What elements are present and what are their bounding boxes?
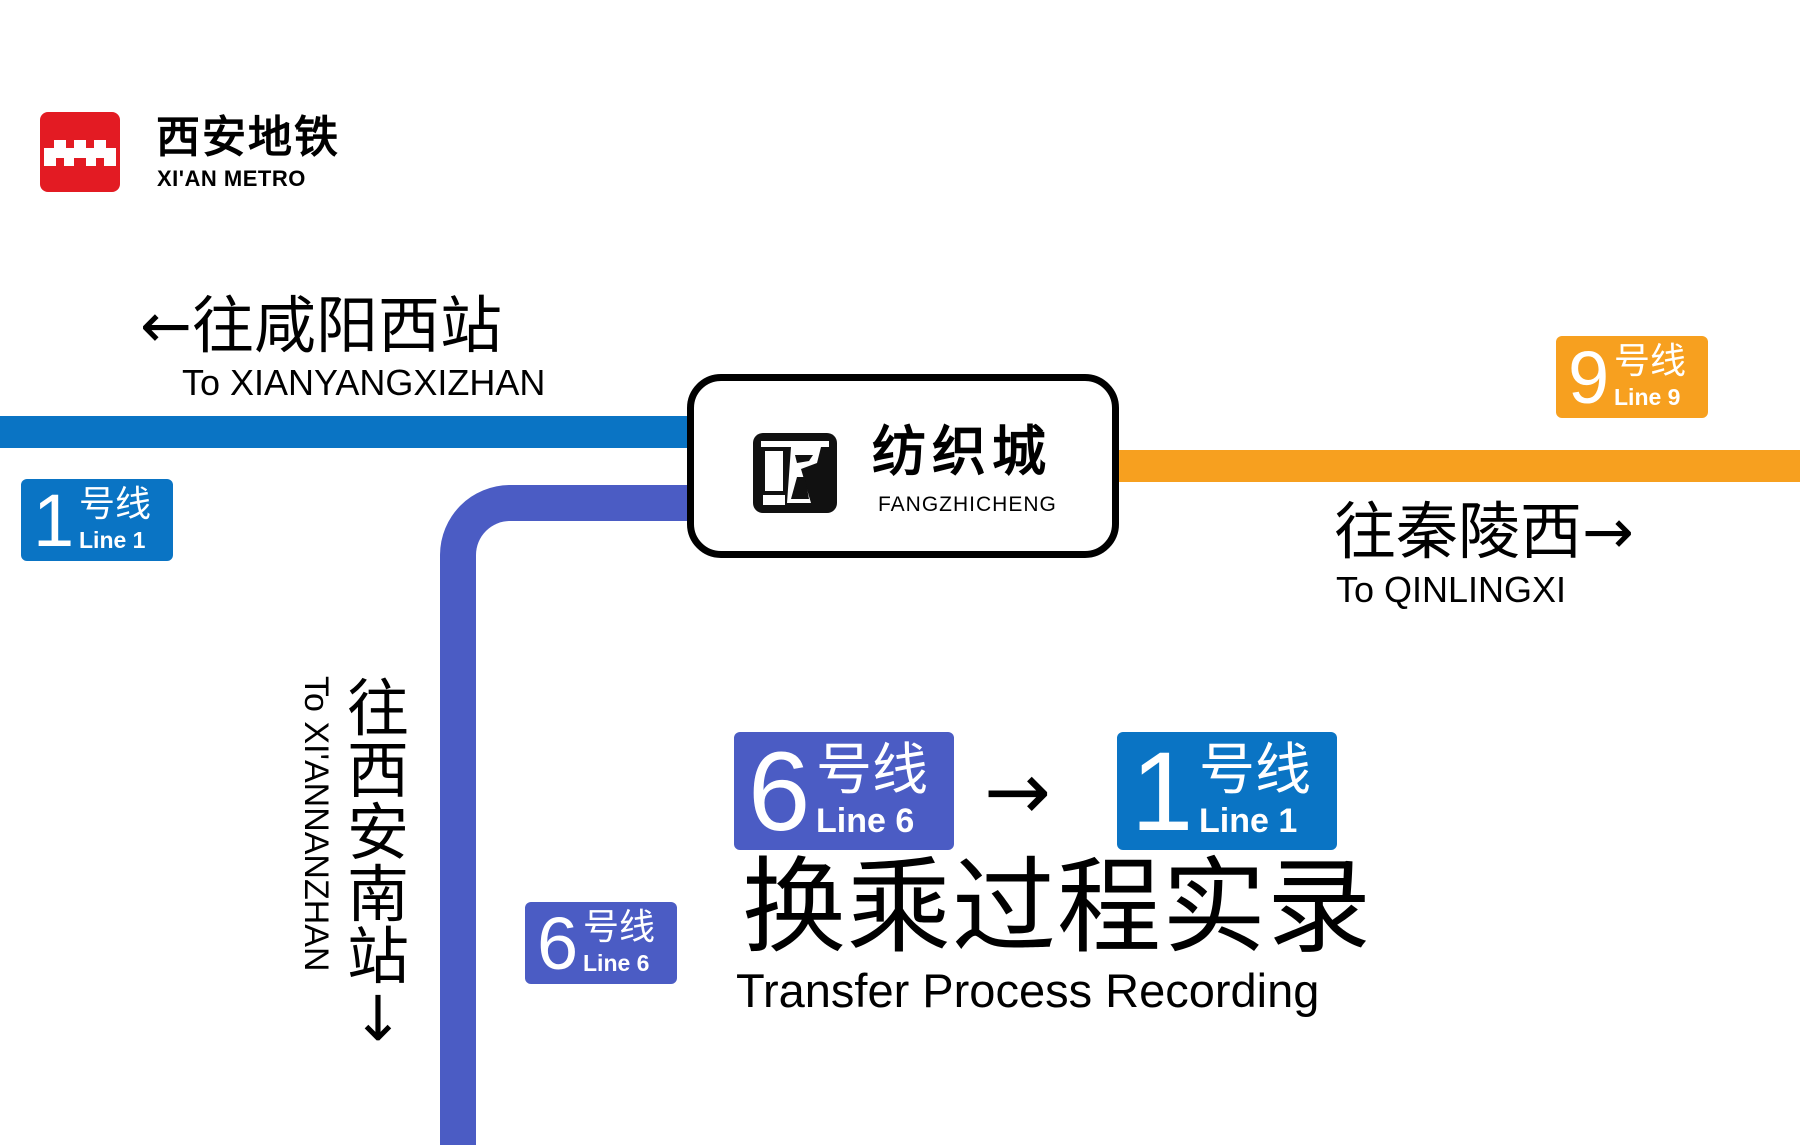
station-name-box: 纺织城 FANGZHICHENG <box>687 374 1119 558</box>
line-9-number: 9 <box>1568 336 1610 418</box>
transfer-arrow: → <box>984 745 1052 838</box>
line-1-badge: 1 号线 Line 1 <box>21 479 173 561</box>
transfer-from-label-en: Line 6 <box>816 802 915 840</box>
direction-east-cn: 往秦陵西→ <box>1334 495 1634 568</box>
direction-south-char: 站 <box>346 920 409 993</box>
line-9-badge: 9 号线 Line 9 <box>1556 336 1708 418</box>
direction-west-en: To XIANYANGXIZHAN <box>182 362 546 403</box>
line-1-label-cn: 号线 <box>79 484 152 525</box>
line-9-label-en: Line 9 <box>1614 384 1681 410</box>
line-6-track <box>440 485 710 1145</box>
transfer-title-cn: 换乘过程实录 <box>742 846 1373 968</box>
line-1-track <box>0 416 700 448</box>
direction-south-char: 安 <box>346 796 409 869</box>
transfer-title-en: Transfer Process Recording <box>736 964 1320 1017</box>
direction-east-en: To QINLINGXI <box>1336 569 1567 610</box>
transfer-from-badge: 6 号线 Line 6 <box>734 732 954 850</box>
direction-south-cn: 往 西 安 南 站 ↓ <box>343 678 413 1050</box>
line-6-badge: 6 号线 Line 6 <box>525 902 677 984</box>
direction-south-char: 西 <box>346 734 409 807</box>
transfer-to-badge: 1 号线 Line 1 <box>1117 732 1337 850</box>
direction-south-char: 南 <box>346 858 409 931</box>
line-6-label-en: Line 6 <box>583 950 650 976</box>
logo-name-en: XI'AN METRO <box>157 166 306 191</box>
xian-metro-logo-icon <box>40 112 120 192</box>
transfer-from-label-cn: 号线 <box>816 738 928 803</box>
station-name-cn: 纺织城 <box>872 419 1052 483</box>
transfer-to-label-en: Line 1 <box>1199 802 1298 840</box>
line-1-label-en: Line 1 <box>79 527 146 553</box>
line-1-number: 1 <box>33 479 75 561</box>
transfer-from-number: 6 <box>748 732 811 850</box>
line-9-track <box>1100 450 1800 482</box>
direction-south-en-text: To XI'ANNANZHAN <box>297 676 335 972</box>
logo-name-cn: 西安地铁 <box>156 112 340 163</box>
transfer-to-label-cn: 号线 <box>1199 738 1311 803</box>
xian-metro-logo: 西安地铁 XI'AN METRO <box>40 112 380 192</box>
textile-loom-icon <box>753 433 837 513</box>
direction-south-char: 往 <box>346 672 409 745</box>
line-9-label-cn: 号线 <box>1614 341 1687 382</box>
direction-west-cn: ←往咸阳西站 <box>140 289 502 362</box>
station-name-en: FANGZHICHENG <box>878 493 1057 516</box>
transfer-to-number: 1 <box>1131 732 1194 850</box>
direction-south-arrow: ↓ <box>352 982 404 1055</box>
line-6-label-cn: 号线 <box>583 907 656 948</box>
line-6-number: 6 <box>537 902 579 984</box>
direction-south-en: To XI'ANNANZHAN <box>296 676 336 1006</box>
